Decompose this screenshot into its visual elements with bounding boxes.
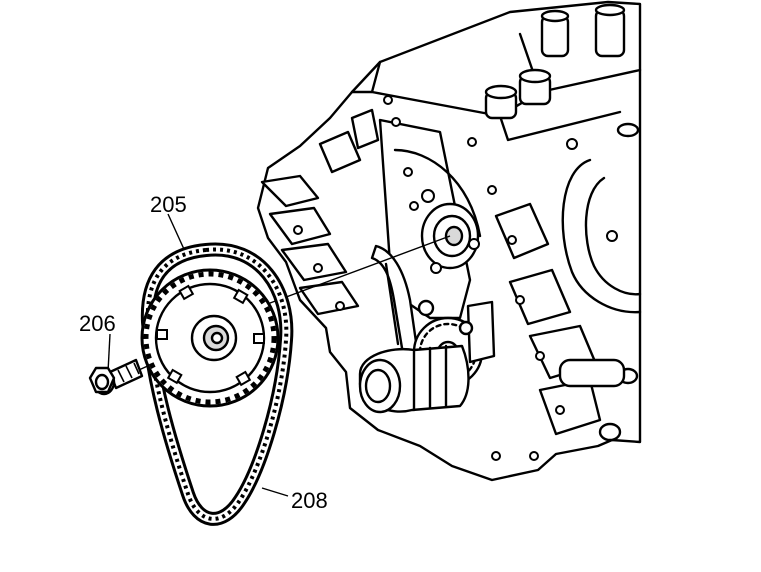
callout-205: 205 xyxy=(150,192,187,217)
callout-208: 208 xyxy=(291,488,328,513)
crankshaft-sprocket xyxy=(140,268,280,408)
engine-block xyxy=(256,0,642,482)
callout-206: 206 xyxy=(79,311,116,336)
sprocket-bolt xyxy=(88,358,144,396)
chain-tensioner xyxy=(358,344,470,414)
